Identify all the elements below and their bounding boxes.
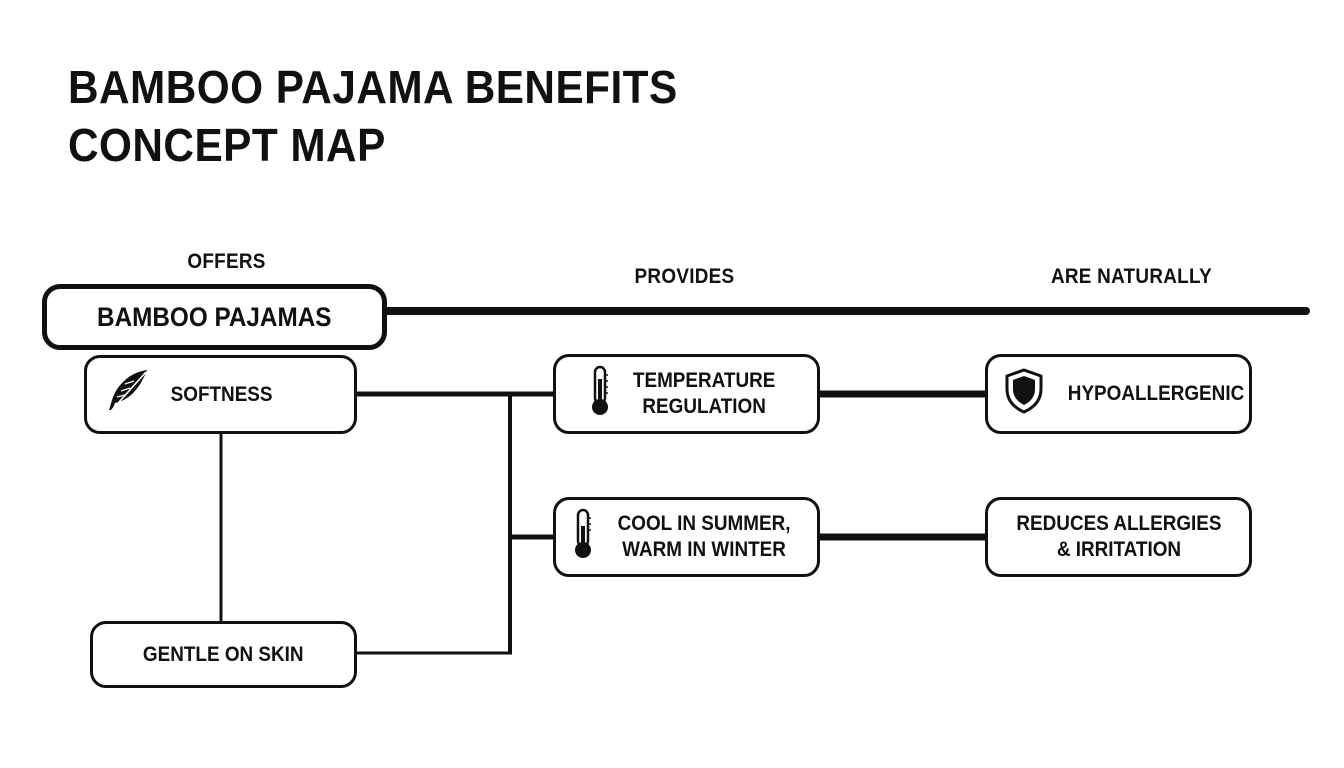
edge-label-provides: PROVIDES: [634, 265, 735, 288]
node-hypoallergenic: HYPOALLERGENIC: [985, 354, 1252, 434]
feather-icon: [103, 367, 151, 422]
node-gentle-on-skin-label: GENTLE ON SKIN: [143, 642, 304, 666]
node-temperature-regulation: TEMPERATURE REGULATION: [553, 354, 820, 434]
thermometer-icon: [589, 365, 611, 424]
node-cool-warm-label: COOL IN SUMMER, WARM IN WINTER: [618, 512, 791, 561]
node-cool-warm: COOL IN SUMMER, WARM IN WINTER: [553, 497, 820, 577]
shield-icon: [1004, 367, 1044, 421]
node-reduces-allergies: REDUCES ALLERGIES & IRRITATION: [985, 497, 1252, 577]
node-softness: SOFTNESS: [84, 355, 357, 434]
title-line-1: BAMBOO PAJAMA BENEFITS: [68, 61, 678, 113]
node-gentle-on-skin: GENTLE ON SKIN: [90, 621, 357, 688]
node-bamboo-pajamas: BAMBOO PAJAMAS: [42, 284, 387, 350]
diagram-title: BAMBOO PAJAMA BENEFITS CONCEPT MAP: [68, 58, 678, 174]
thermometer-icon: [572, 508, 594, 567]
title-line-2: CONCEPT MAP: [68, 119, 386, 171]
node-hypoallergenic-label: HYPOALLERGENIC: [1067, 382, 1245, 405]
node-reduces-allergies-label: REDUCES ALLERGIES & IRRITATION: [1015, 512, 1222, 561]
node-softness-label: SOFTNESS: [170, 382, 273, 406]
node-bamboo-pajamas-label: BAMBOO PAJAMAS: [97, 302, 332, 332]
node-temperature-regulation-label: TEMPERATURE REGULATION: [633, 369, 776, 418]
edge-label-are-naturally: ARE NATURALLY: [1050, 265, 1212, 288]
edge-label-offers: OFFERS: [187, 250, 266, 273]
